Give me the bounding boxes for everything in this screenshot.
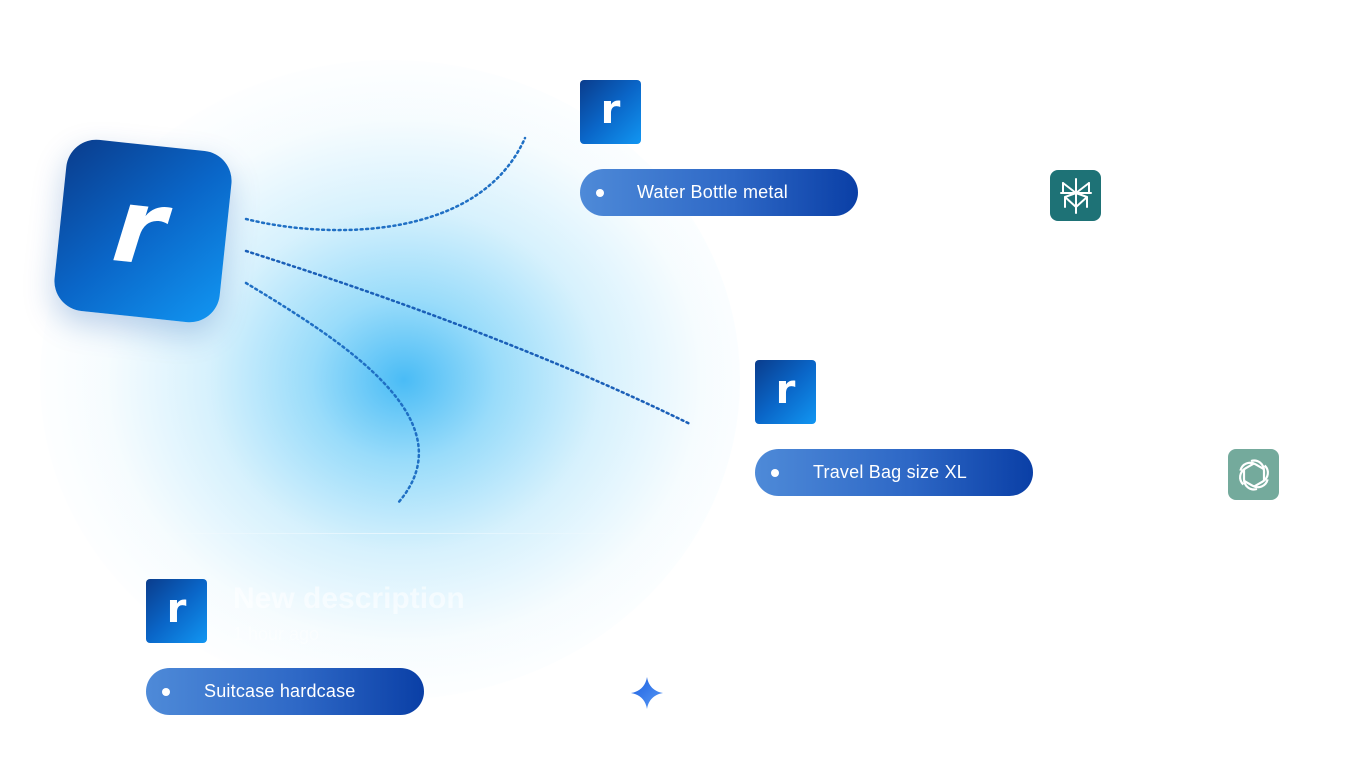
card-divider xyxy=(130,533,650,534)
product-logo-icon: r xyxy=(580,80,641,144)
bullet-dot xyxy=(596,188,604,197)
product-chip-label: Water Bottle metal xyxy=(637,182,788,202)
openai-icon xyxy=(1228,449,1279,500)
connector-line-3 xyxy=(244,281,421,505)
product-logo-letter: r xyxy=(166,586,187,632)
product-logo-icon: r xyxy=(146,579,207,643)
product-chip-label: Suitcase hardcase xyxy=(204,681,356,701)
product-chip-travel-bag[interactable]: Travel Bag size XL xyxy=(755,449,1033,496)
product-chip-suitcase[interactable]: Suitcase hardcase xyxy=(146,668,424,715)
card-title: New description xyxy=(233,582,465,615)
card-timestamp: 1 hour ago xyxy=(233,624,320,644)
product-chip-water-bottle[interactable]: Water Bottle metal xyxy=(580,169,858,216)
product-logo-letter: r xyxy=(600,87,621,133)
connector-line-1 xyxy=(244,136,527,232)
main-logo-letter: r xyxy=(107,163,172,290)
gemini-sparkle-icon xyxy=(631,677,663,709)
bullet-dot xyxy=(771,468,779,477)
product-chip-label: Travel Bag size XL xyxy=(813,462,967,482)
product-logo-letter: r xyxy=(775,367,796,413)
perplexity-icon xyxy=(1050,170,1101,221)
product-logo-icon: r xyxy=(755,360,816,424)
connector-line-2 xyxy=(244,249,692,426)
bullet-dot xyxy=(162,687,170,696)
main-logo-icon: r xyxy=(51,136,235,326)
